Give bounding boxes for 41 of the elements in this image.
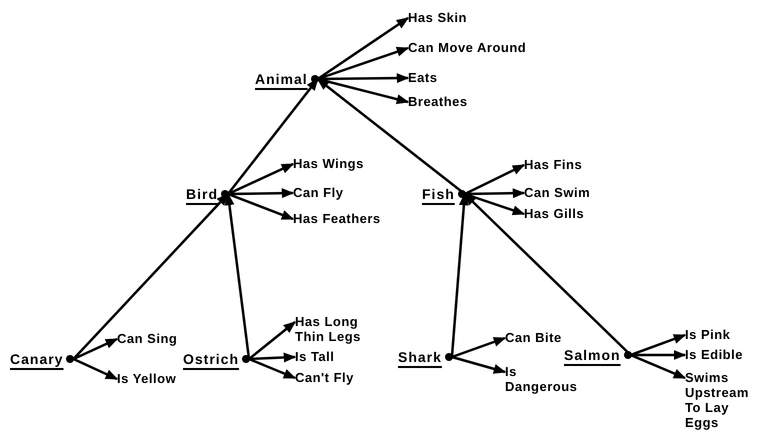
property-label: Can Move Around bbox=[408, 40, 526, 55]
property-label: Has Skin bbox=[408, 10, 467, 25]
arrow bbox=[248, 352, 296, 362]
property-label: Can Bite bbox=[505, 330, 562, 345]
arrow bbox=[630, 334, 686, 356]
property-label: Breathes bbox=[408, 94, 468, 109]
arrow bbox=[248, 321, 296, 360]
concept-label: Bird bbox=[186, 185, 218, 203]
arrow bbox=[452, 336, 506, 358]
property-label: Is Dangerous bbox=[505, 364, 575, 394]
property-label: Can't Fly bbox=[295, 370, 354, 385]
arrow bbox=[452, 356, 506, 374]
property-label: Is Edible bbox=[685, 347, 743, 362]
property-label: Has Long Thin Legs bbox=[295, 314, 375, 344]
property-label: Swims Upstream To Lay Eggs bbox=[685, 370, 757, 430]
arrow bbox=[72, 358, 118, 380]
concept-label: Animal bbox=[255, 70, 308, 88]
property-label: Is Yellow bbox=[117, 371, 176, 386]
arrow bbox=[72, 338, 118, 360]
property-label: Can Fly bbox=[293, 185, 344, 200]
property-label: Is Tall bbox=[295, 349, 334, 364]
property-label: Can Swim bbox=[524, 185, 590, 200]
arrow bbox=[630, 354, 686, 380]
property-label: Has Gills bbox=[524, 206, 584, 221]
arrow bbox=[224, 192, 250, 360]
property-label: Is Pink bbox=[685, 327, 730, 342]
concept-label: Canary bbox=[10, 350, 64, 368]
property-label: Has Fins bbox=[524, 157, 582, 172]
property-label: Eats bbox=[408, 70, 438, 85]
arrow bbox=[227, 162, 294, 196]
arrow bbox=[248, 358, 296, 380]
concept-label: Shark bbox=[398, 348, 442, 366]
property-label: Has Wings bbox=[293, 156, 364, 171]
arrow bbox=[464, 188, 526, 198]
concept-label: Salmon bbox=[564, 346, 621, 364]
property-label: Can Sing bbox=[117, 331, 178, 346]
concept-label: Ostrich bbox=[183, 350, 240, 368]
concept-label: Fish bbox=[422, 185, 455, 203]
property-label: Has Feathers bbox=[293, 211, 381, 226]
arrow bbox=[464, 164, 526, 196]
arrow bbox=[228, 192, 294, 220]
